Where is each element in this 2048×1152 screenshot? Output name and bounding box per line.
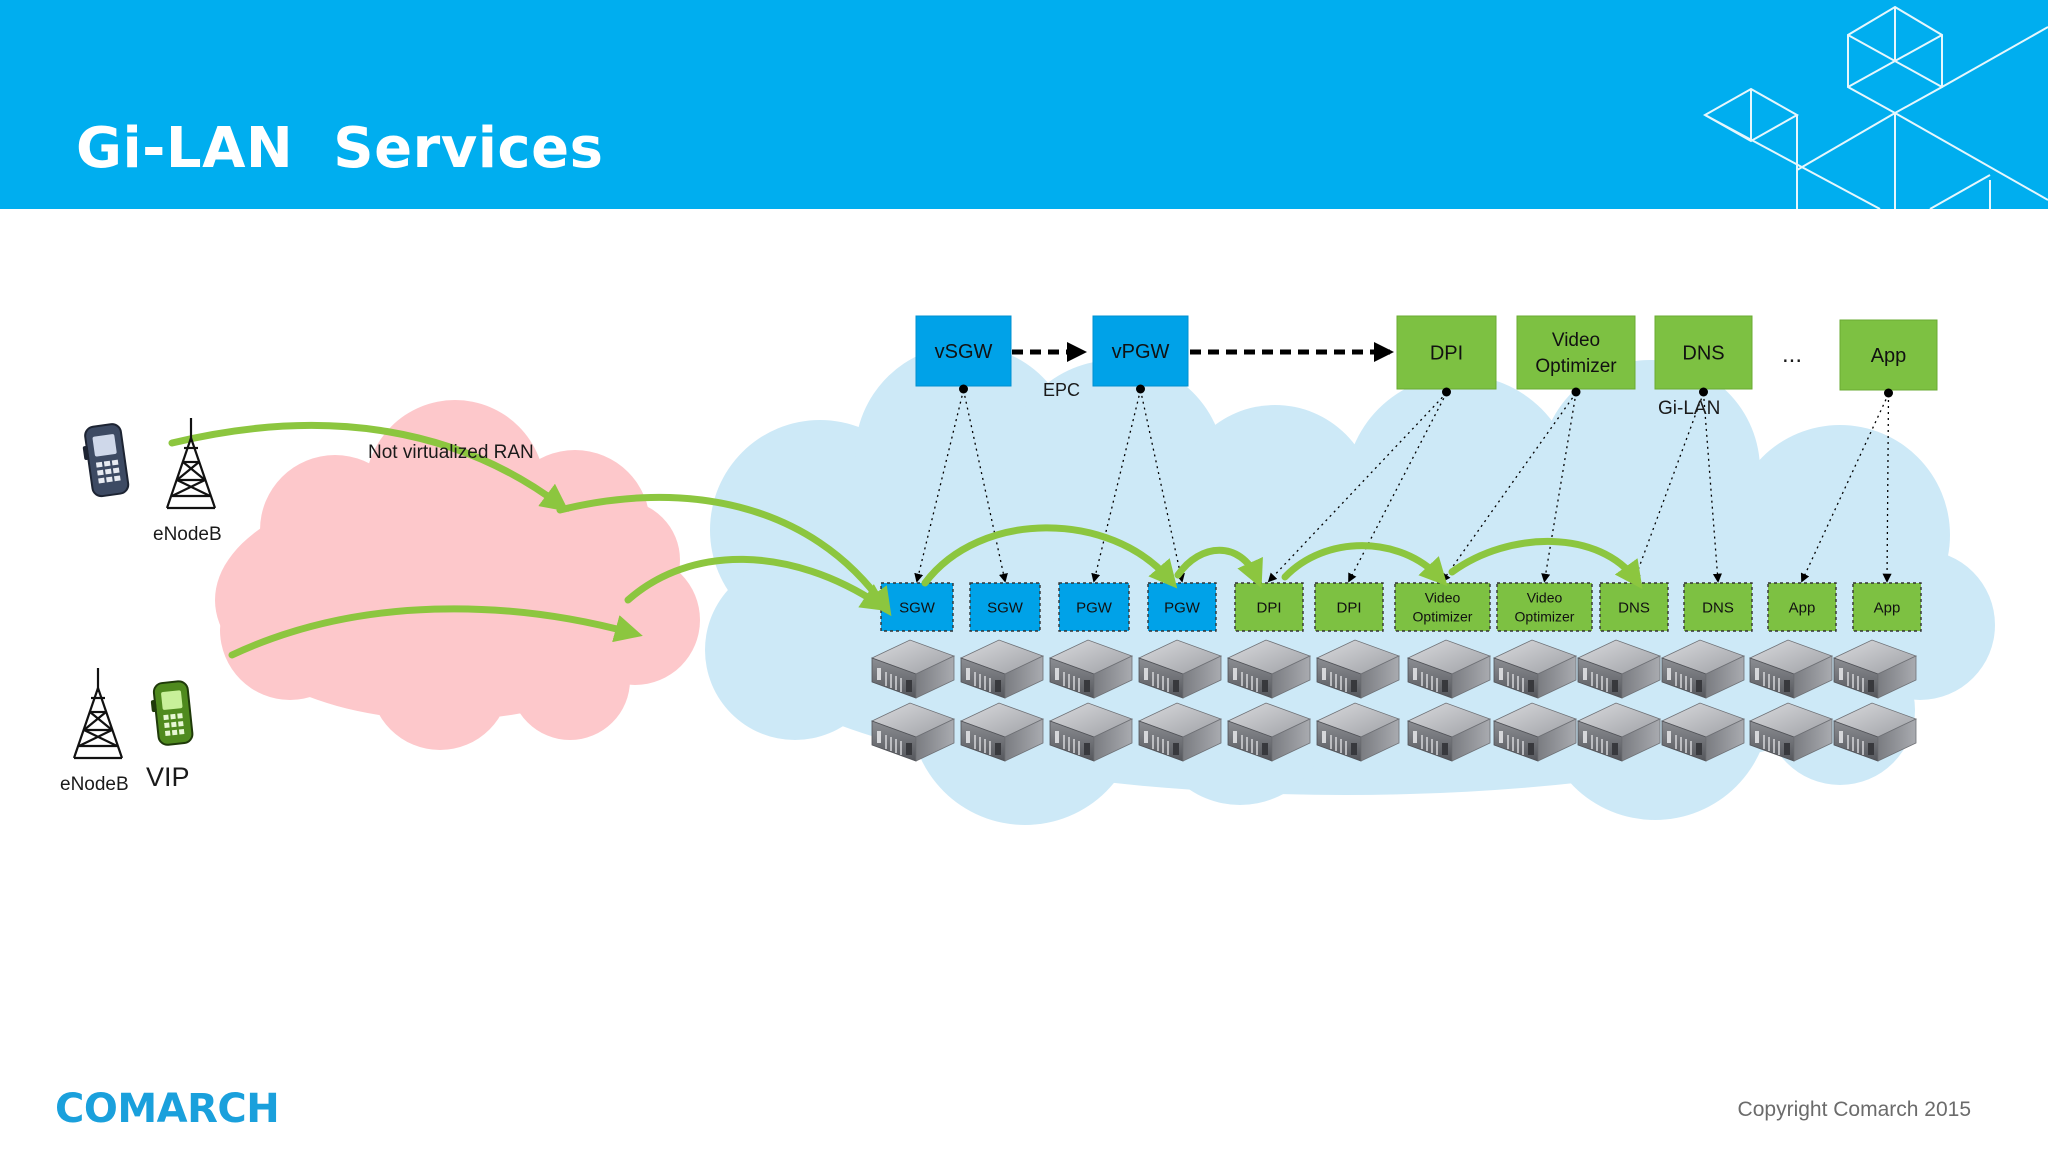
enodeb-top-label: eNodeB <box>153 524 222 545</box>
instance-label: DNS <box>1702 599 1734 616</box>
function-label-vpgw: vPGW <box>1112 341 1170 363</box>
anchor-dot <box>1571 387 1581 397</box>
function-box-vsgw[interactable]: vSGW <box>915 315 1012 387</box>
dotted-link <box>1267 392 1447 583</box>
instance-box-app[interactable]: App <box>1767 582 1837 632</box>
tower-bottom-icon <box>72 666 124 760</box>
geometric-decoration-icon <box>1702 5 2048 209</box>
anchor-dot <box>1884 388 1893 398</box>
instance-box-dpi[interactable]: DPI <box>1314 582 1384 632</box>
instance-label: SGW <box>987 599 1024 616</box>
header-banner: Gi-LAN Services <box>0 0 2048 209</box>
instance-box-dns[interactable]: DNS <box>1599 582 1669 632</box>
ellipsis-label: ... <box>1782 341 1802 368</box>
instance-label: DPI <box>1336 599 1361 616</box>
dotted-link <box>962 389 1008 583</box>
enodeb-bottom-label: eNodeB <box>60 774 129 795</box>
function-label-dpi: DPI <box>1430 343 1463 365</box>
dotted-link <box>1091 389 1142 583</box>
anchor-dot <box>959 384 968 394</box>
instance-box-pgw[interactable]: PGW <box>1058 582 1130 632</box>
function-label-app: App <box>1871 345 1907 367</box>
instance-box-pgw[interactable]: PGW <box>1147 582 1217 632</box>
instance-label: PGW <box>1164 599 1201 616</box>
instance-label: DNS <box>1618 599 1650 616</box>
dotted-link <box>1139 389 1185 583</box>
dotted-link <box>1882 393 1892 583</box>
instance-label: PGW <box>1076 599 1113 616</box>
slide-title: Gi-LAN Services <box>76 116 604 181</box>
dotted-link <box>1541 392 1577 583</box>
instance-box-dpi[interactable]: DPI <box>1234 582 1304 632</box>
management-links <box>914 389 1892 583</box>
vip-phone-icon <box>150 680 194 746</box>
function-box-dpi[interactable]: DPI <box>1396 315 1497 390</box>
anchor-dot <box>1136 384 1145 394</box>
dotted-link <box>1702 392 1722 583</box>
function-box-vpgw[interactable]: vPGW <box>1092 315 1189 387</box>
dotted-link <box>1800 393 1890 583</box>
instance-label: DPI <box>1256 599 1281 616</box>
tower-top-icon <box>165 416 217 510</box>
instance-box-sgw[interactable]: SGW <box>880 582 954 632</box>
anchor-dot <box>1442 387 1451 397</box>
function-label-dns: DNS <box>1682 343 1724 365</box>
gilan-label: Gi-LAN <box>1658 398 1720 419</box>
dotted-link <box>914 389 965 583</box>
traffic-flow-arrows <box>168 422 1643 659</box>
vip-label: VIP <box>146 762 190 792</box>
instance-box-app[interactable]: App <box>1852 582 1922 632</box>
instance-label: App <box>1874 599 1901 616</box>
epc-label: EPC <box>1043 380 1080 400</box>
instance-label: App <box>1789 599 1816 616</box>
anchor-dot <box>1699 387 1708 397</box>
ran-label: Not virtualized RAN <box>368 442 534 463</box>
comarch-logo: COMARCH <box>55 1086 280 1132</box>
function-box-app[interactable]: App <box>1839 319 1938 391</box>
copyright-text: Copyright Comarch 2015 <box>1737 1098 1971 1121</box>
ran-cloud <box>215 400 700 750</box>
dotted-link <box>1441 392 1577 583</box>
instance-label: SGW <box>899 599 936 616</box>
phone-icon <box>79 421 131 499</box>
instance-box-sgw[interactable]: SGW <box>969 582 1041 632</box>
instance-box-dns[interactable]: DNS <box>1683 582 1753 632</box>
function-label-vsgw: vSGW <box>935 341 993 363</box>
function-box-dns[interactable]: DNS <box>1654 315 1753 390</box>
